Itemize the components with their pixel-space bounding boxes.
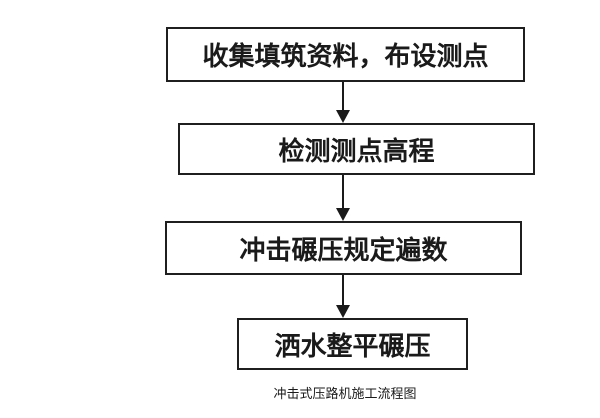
flow-node-impact-rolling: 冲击碾压规定遍数 <box>165 221 522 275</box>
flow-node-label: 检测测点高程 <box>278 136 435 167</box>
arrow-down-icon <box>336 110 350 123</box>
arrow-down-icon <box>336 305 350 318</box>
arrow-line <box>342 82 344 110</box>
arrow-down-icon <box>336 208 350 221</box>
flow-node-label: 冲击碾压规定遍数 <box>239 235 448 266</box>
flow-node-water-leveling: 洒水整平碾压 <box>237 318 468 370</box>
flow-node-collect-data: 收集填筑资料，布设测点 <box>166 27 525 82</box>
flow-node-check-elevation: 检测测点高程 <box>178 123 535 175</box>
arrow-line <box>342 275 344 305</box>
arrow-line <box>342 175 344 208</box>
flow-arrow-2 <box>336 175 350 221</box>
flow-node-label: 收集填筑资料，布设测点 <box>202 42 489 72</box>
diagram-caption: 冲击式压路机施工流程图 <box>273 387 417 402</box>
flow-arrow-3 <box>336 275 350 318</box>
flow-arrow-1 <box>336 82 350 123</box>
flow-node-label: 洒水整平碾压 <box>274 331 431 362</box>
